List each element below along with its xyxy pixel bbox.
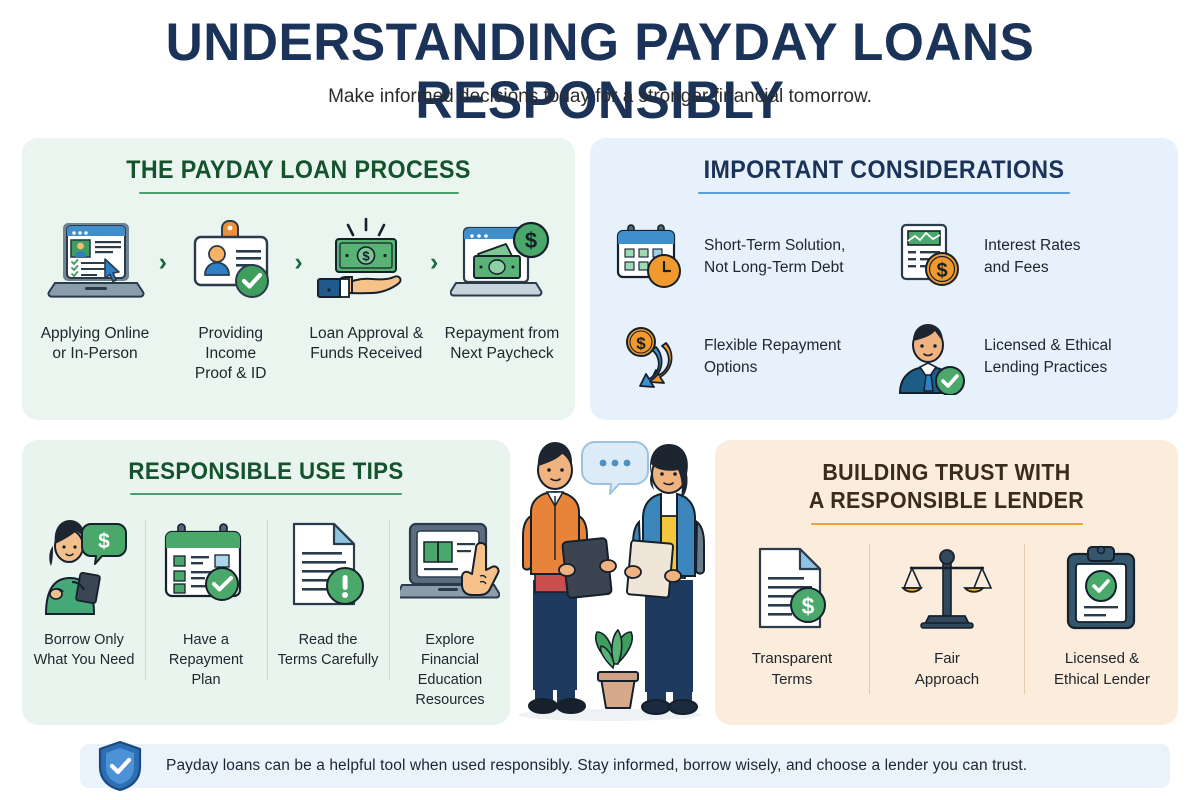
panel-important-considerations: IMPORTANT CONSIDERATIONS bbox=[590, 138, 1178, 420]
man-figure bbox=[522, 442, 617, 714]
trust-divider-2 bbox=[1024, 544, 1025, 694]
consideration-label: Interest Rates and Fees bbox=[984, 237, 1081, 276]
trust-label: Transparent Terms bbox=[751, 650, 833, 688]
tips-divider-1 bbox=[144, 520, 146, 680]
page-title: UNDERSTANDING PAYDAY LOANS RESPONSIBLY bbox=[165, 13, 1035, 130]
panel-considerations-title: IMPORTANT CONSIDERATIONS bbox=[703, 156, 1065, 184]
clipboard-check-icon bbox=[1043, 540, 1161, 636]
svg-text:$: $ bbox=[98, 530, 110, 553]
process-step-applying: Applying Online or In-Person bbox=[36, 210, 154, 364]
shield-check-icon bbox=[96, 740, 144, 792]
panel-tips-title-rule bbox=[130, 493, 402, 495]
tip-label: Have a Repayment Plan bbox=[168, 632, 244, 688]
panel-payday-loan-process: THE PAYDAY LOAN PROCESS bbox=[22, 138, 575, 420]
laptop-repayment-icon: $ bbox=[443, 210, 561, 314]
hand-cash-icon: $ bbox=[307, 210, 425, 314]
tips-row: $ Borrow Only What You Need bbox=[32, 512, 502, 712]
trust-licensed-ethical: Licensed & Ethical Lender bbox=[1043, 540, 1161, 690]
svg-text:$: $ bbox=[936, 260, 947, 282]
process-steps-row: Applying Online or In-Person › bbox=[36, 210, 561, 400]
speech-bubble-icon bbox=[581, 441, 649, 495]
consideration-short-term: Short-Term Solution, Not Long-Term Debt bbox=[612, 212, 878, 302]
process-step-providing-income: Providing Income Proof & ID bbox=[172, 210, 290, 384]
agent-verified-icon bbox=[892, 318, 970, 396]
tip-borrow-only: $ Borrow Only What You Need bbox=[32, 512, 136, 670]
tip-label: Read the Terms Carefully bbox=[277, 632, 379, 668]
tip-label: Borrow Only What You Need bbox=[33, 632, 135, 668]
footer-banner: Payday loans can be a helpful tool when … bbox=[80, 744, 1170, 788]
process-step-repayment: $ Repayment from Next Paycheck bbox=[443, 210, 561, 364]
id-card-verified-icon bbox=[172, 210, 290, 314]
process-step-label: Applying Online or In-Person bbox=[40, 325, 150, 362]
trust-label: Fair Approach bbox=[914, 650, 980, 688]
tip-explore-resources: Explore Financial Education Resources bbox=[398, 512, 502, 710]
panel-process-title-rule bbox=[138, 192, 459, 194]
scales-balance-icon bbox=[888, 540, 1006, 636]
laptop-application-icon bbox=[36, 210, 154, 314]
consideration-label: Licensed & Ethical Lending Practices bbox=[984, 337, 1112, 376]
chevron-right-icon-2: › bbox=[294, 247, 303, 276]
panel-process-title: THE PAYDAY LOAN PROCESS bbox=[126, 156, 471, 184]
considerations-grid: Short-Term Solution, Not Long-Term Debt … bbox=[612, 212, 1158, 402]
consideration-label: Short-Term Solution, Not Long-Term Debt bbox=[704, 237, 846, 276]
tips-divider-2 bbox=[266, 520, 268, 680]
two-people-discussing-illustration bbox=[505, 430, 720, 730]
laptop-book-hand-icon bbox=[398, 512, 502, 620]
footer-text: Payday loans can be a helpful tool when … bbox=[166, 757, 1028, 774]
process-step-loan-approval: $ Loan Approval & Funds Received bbox=[307, 210, 425, 364]
woman-figure bbox=[624, 444, 705, 715]
consideration-label: Flexible Repayment Options bbox=[704, 337, 841, 376]
trust-divider-1 bbox=[869, 544, 870, 694]
chevron-right-icon-1: › bbox=[158, 247, 167, 276]
svg-text:$: $ bbox=[802, 593, 815, 619]
panel-tips-title: RESPONSIBLE USE TIPS bbox=[128, 458, 404, 485]
panel-responsible-use-tips: RESPONSIBLE USE TIPS bbox=[22, 440, 510, 725]
page-subtitle: Make informed decisions today for a stro… bbox=[328, 86, 872, 107]
refresh-dollar-icon: $ bbox=[612, 318, 690, 396]
woman-tablet-dollar-icon: $ bbox=[32, 512, 136, 620]
tips-divider-3 bbox=[388, 520, 390, 680]
calendar-clock-icon bbox=[612, 218, 690, 296]
panel-considerations-title-rule bbox=[698, 192, 1070, 194]
consideration-licensed-ethical: Licensed & Ethical Lending Practices bbox=[892, 312, 1158, 402]
tip-repayment-plan: Have a Repayment Plan bbox=[154, 512, 258, 690]
trust-transparent-terms: $ Transparent Terms bbox=[733, 540, 851, 690]
document-dollar-icon: $ bbox=[733, 540, 851, 636]
tip-read-terms: Read the Terms Carefully bbox=[276, 512, 380, 670]
calendar-check-icon bbox=[154, 512, 258, 620]
panel-trust-title-rule bbox=[810, 523, 1083, 525]
process-step-label: Repayment from Next Paycheck bbox=[444, 325, 560, 362]
svg-text:$: $ bbox=[525, 228, 537, 253]
trust-fair-approach: Fair Approach bbox=[888, 540, 1006, 690]
potted-plant-icon bbox=[594, 628, 639, 709]
process-step-label: Providing Income Proof & ID bbox=[194, 325, 267, 382]
document-alert-icon bbox=[276, 512, 380, 620]
panel-trust-title: BUILDING TRUST WITH A RESPONSIBLE LENDER bbox=[808, 459, 1085, 513]
consideration-flexible-repayment: $ Flexible Repayment Options bbox=[612, 312, 878, 402]
process-step-label: Loan Approval & Funds Received bbox=[309, 325, 424, 362]
consideration-interest-rates: $ Interest Rates and Fees bbox=[892, 212, 1158, 302]
tip-label: Explore Financial Education Resources bbox=[415, 632, 485, 708]
svg-text:$: $ bbox=[363, 249, 371, 264]
svg-text:$: $ bbox=[636, 334, 646, 353]
panel-building-trust: BUILDING TRUST WITH A RESPONSIBLE LENDER bbox=[715, 440, 1178, 725]
trust-label: Licensed & Ethical Lender bbox=[1054, 650, 1150, 688]
invoice-dollar-icon: $ bbox=[892, 218, 970, 296]
chevron-right-icon-3: › bbox=[429, 247, 439, 276]
trust-row: $ Transparent Terms bbox=[733, 540, 1161, 710]
